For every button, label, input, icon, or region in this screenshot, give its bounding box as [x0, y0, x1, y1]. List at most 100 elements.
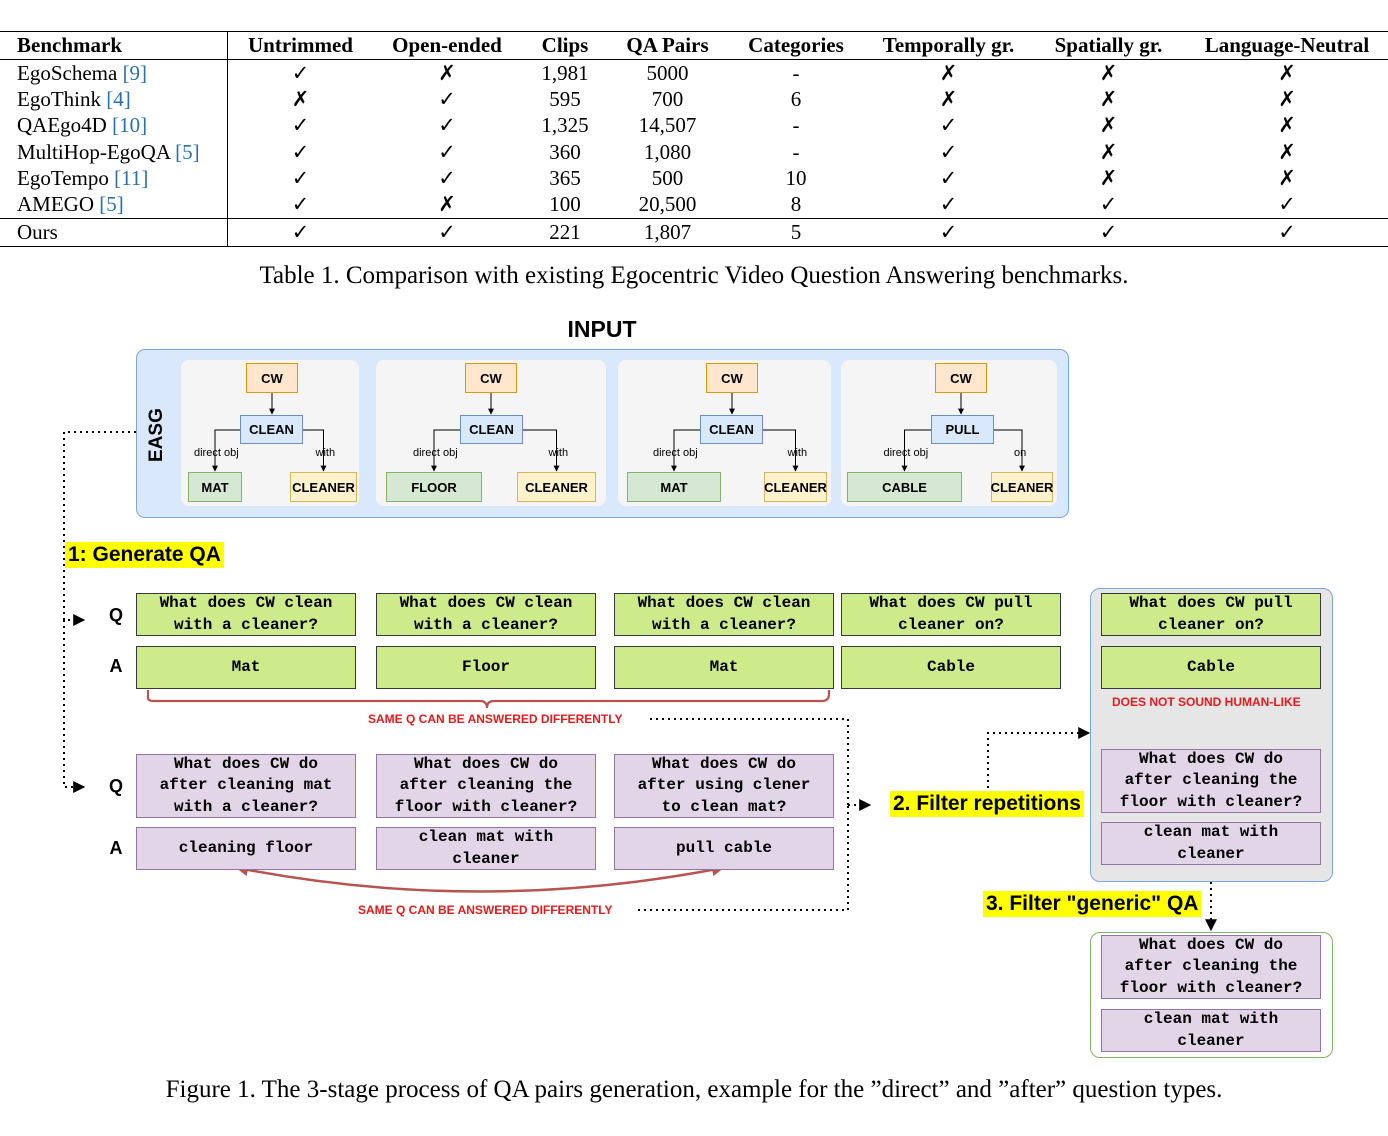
benchmark-name: EgoThink [4]: [0, 86, 228, 113]
table-cell: 365: [549, 165, 581, 190]
table-cell: ✗: [1278, 86, 1296, 111]
after-answer-3: pull cable: [614, 827, 834, 870]
citation-link[interactable]: [10]: [112, 113, 148, 138]
col-header: QA Pairs: [609, 31, 726, 60]
table-cell: ✗: [1278, 139, 1296, 164]
table-cell: ✓: [939, 113, 958, 138]
benchmark-label: EgoSchema: [17, 60, 118, 85]
table-cell: ✓: [291, 192, 310, 217]
table-cell: -: [792, 113, 800, 138]
same-q-note-1: SAME Q CAN BE ANSWERED DIFFERENTLY: [368, 712, 623, 726]
verb-node: CLEAN: [700, 415, 763, 444]
filtered-answer-1: Cable: [1101, 646, 1321, 689]
table-cell: ✓: [291, 139, 310, 164]
citation-link[interactable]: [9]: [122, 60, 148, 85]
table-header-row: Benchmark Untrimmed Open-ended Clips QA …: [0, 31, 1388, 60]
table-cell: 5: [726, 217, 866, 247]
table-cell: ✓: [939, 192, 958, 217]
graph-edge: [901, 429, 931, 472]
table-cell: 1,981: [541, 60, 589, 85]
table-cell: 1,807: [609, 217, 726, 247]
tool-node: CLEANER: [764, 472, 827, 502]
edge-label: with: [314, 447, 337, 459]
table-cell: ✓: [1278, 192, 1296, 217]
table-cell: 595: [549, 86, 581, 111]
citation-link[interactable]: [5]: [175, 139, 200, 164]
verb-node: PULL: [931, 415, 994, 444]
benchmark-name: EgoSchema [9]: [0, 59, 228, 87]
table-cell: 1,080: [643, 139, 692, 164]
graph-edge: [671, 429, 700, 472]
direct-answer-2: Floor: [376, 646, 596, 689]
a-label: A: [109, 838, 123, 858]
table-cell: ✗: [1278, 60, 1296, 85]
edge-label: with: [786, 447, 809, 459]
input-title: INPUT: [567, 316, 637, 342]
table-cell: ✗: [1099, 86, 1118, 111]
citation-link[interactable]: [4]: [106, 86, 131, 111]
table-cell: ✗: [939, 60, 958, 85]
actor-node: CW: [935, 363, 987, 393]
table-cell: ✓: [1099, 192, 1118, 217]
actor-node: CW: [246, 363, 298, 393]
benchmark-label: AMEGO: [17, 192, 94, 217]
edge-label: direct obj: [652, 447, 699, 459]
col-header: Spatially gr.: [1031, 31, 1186, 60]
table-cell: -: [792, 60, 800, 85]
tool-node: CLEANER: [290, 472, 357, 502]
col-header: Language-Neutral: [1186, 31, 1388, 60]
edge-label: direct obj: [882, 447, 930, 459]
not-human-like-note: DOES NOT SOUND HUMAN-LIKE: [1112, 695, 1301, 709]
citation-link[interactable]: [11]: [114, 165, 149, 190]
table-cell: -: [792, 139, 800, 164]
graph-edge: [994, 429, 1025, 472]
table-cell: 360: [549, 139, 581, 164]
edge-label: on: [1013, 447, 1028, 459]
actor-node: CW: [706, 363, 758, 393]
table-cell: ✓: [1186, 217, 1388, 247]
table-cell: ✓: [438, 139, 456, 164]
brace-direct: [146, 690, 831, 709]
tool-node: CLEANER: [517, 472, 596, 502]
graph-edge: [523, 429, 560, 472]
table-caption: Table 1. Comparison with existing Egocen…: [259, 262, 1129, 289]
benchmark-label: QAEgo4D: [17, 113, 107, 138]
after-answer-1: cleaning floor: [136, 827, 356, 870]
a-label: A: [109, 656, 123, 676]
note-link-2: [638, 805, 849, 911]
table-cell: ✗: [1099, 60, 1118, 85]
benchmark-name: AMEGO [5]: [0, 191, 228, 219]
object-node: FLOOR: [386, 472, 482, 502]
object-node: MAT: [627, 472, 721, 502]
verb-node: CLEAN: [240, 415, 303, 444]
table-cell: 221: [521, 217, 609, 247]
table-cell: ✓: [1031, 217, 1186, 247]
table-cell: ✓: [291, 165, 310, 190]
object-node: CABLE: [847, 472, 962, 502]
table-cell: ✓: [939, 165, 958, 190]
citation-link[interactable]: [5]: [99, 192, 124, 217]
table-cell: ✓: [438, 86, 456, 111]
table-cell: 14,507: [638, 113, 697, 138]
table-cell: ✓: [373, 217, 521, 247]
col-header: Open-ended: [373, 31, 521, 60]
benchmark-name: QAEgo4D [10]: [0, 112, 228, 139]
table-cell: ✗: [1099, 113, 1118, 138]
flow-arrow-direct: [63, 431, 136, 626]
q-label: Q: [108, 605, 123, 625]
col-header: Categories: [726, 31, 866, 60]
table-cell: ✗: [1099, 165, 1118, 190]
benchmark-name: Ours: [0, 217, 228, 247]
